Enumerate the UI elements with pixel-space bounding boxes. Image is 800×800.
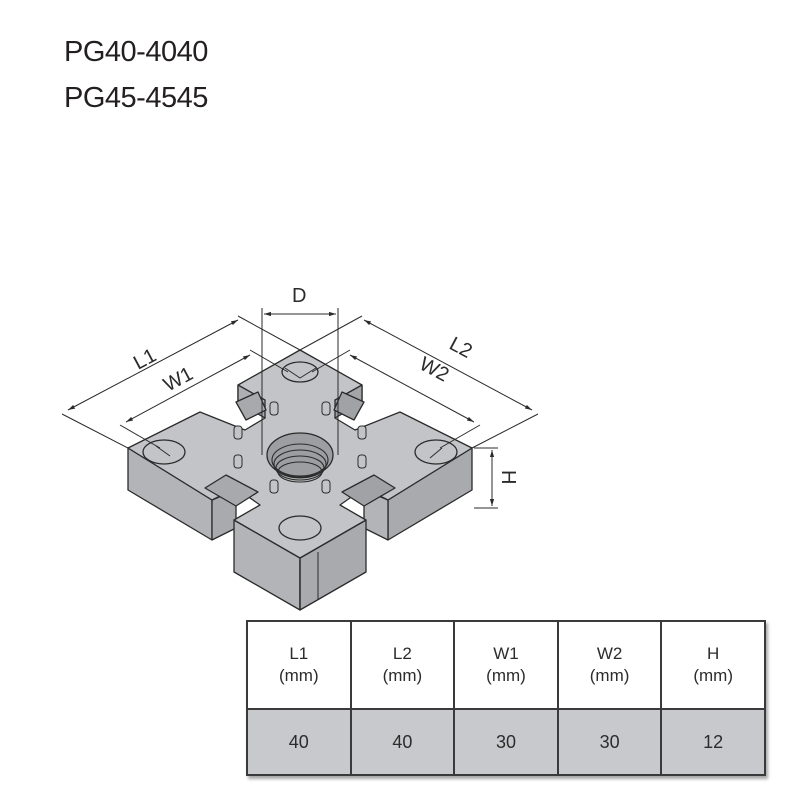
- value-cell: 12: [660, 708, 766, 776]
- header-cell: L1(mm): [246, 620, 352, 710]
- table-header-row: L1(mm) L2(mm) W1(mm) W2(mm) H(mm): [246, 620, 766, 710]
- hole-bottom: [278, 515, 322, 541]
- part-body: [127, 349, 473, 611]
- table-row: 40 40 30 30 12: [246, 708, 766, 776]
- value-cell: 30: [453, 708, 559, 776]
- notch-right: [341, 474, 396, 507]
- model-number-1: PG40-4040: [64, 36, 208, 68]
- value-cell: 40: [349, 708, 456, 776]
- label-h: H: [497, 470, 519, 484]
- value-cell: 40: [246, 708, 352, 776]
- header-cell: W2(mm): [556, 620, 663, 710]
- notch-left: [204, 474, 259, 507]
- label-l2: L2: [446, 333, 476, 363]
- value-cell: 30: [556, 708, 663, 776]
- model-number-2: PG45-4545: [64, 82, 208, 114]
- label-d: D: [292, 285, 306, 307]
- label-w1: W1: [160, 363, 197, 397]
- header-cell: L2(mm): [349, 620, 456, 710]
- header-cell: W1(mm): [453, 620, 559, 710]
- label-w2: W2: [416, 353, 453, 387]
- hole-right: [414, 439, 458, 465]
- header-cell: H(mm): [660, 620, 766, 710]
- label-l1: L1: [130, 345, 160, 375]
- pins: [233, 401, 367, 494]
- dimensions-table: L1(mm) L2(mm) W1(mm) W2(mm) H(mm) 40 40 …: [246, 620, 766, 776]
- hole-top: [281, 361, 319, 383]
- dimension-lines: [61, 308, 539, 509]
- threaded-hole: [266, 432, 334, 483]
